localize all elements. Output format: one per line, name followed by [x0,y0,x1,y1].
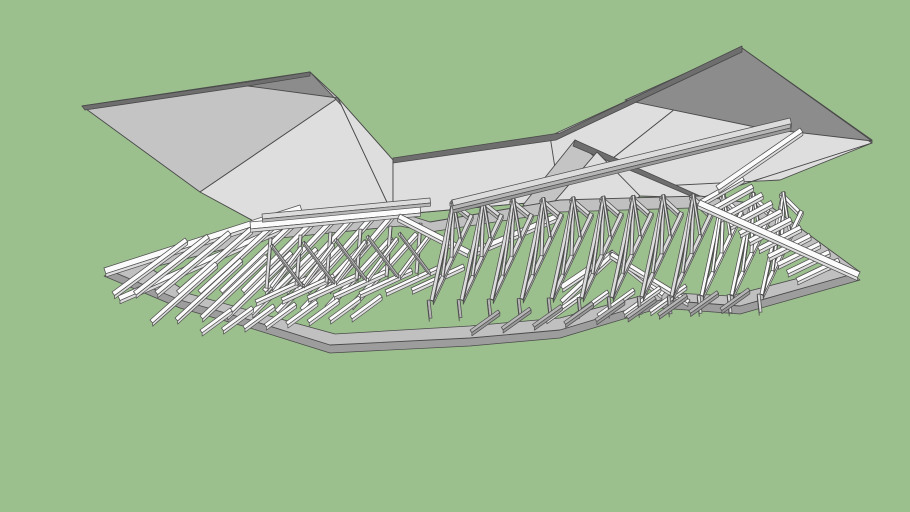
truss-web-right-side [574,196,582,240]
roof-truss[interactable] [696,192,744,317]
jack-rafter-left-side [135,237,210,299]
roof-fascia-right [392,45,743,164]
truss-framing-group[interactable] [103,117,861,354]
rafter-tail-left-side [223,308,254,335]
rafter-tail-left-side [308,300,340,327]
rafter-tail-left-side [201,310,233,337]
left-wing-rafters[interactable] [103,197,465,337]
truss-web-right-side [604,195,612,240]
truss-web-right-side [694,193,702,238]
truss-web-right-side [514,197,522,241]
rafter-tail-right-side [627,298,657,323]
truss-support-post-side [756,293,760,316]
rafter-tail-right-side [659,295,688,320]
web-brace-left-b-side [400,231,431,276]
web-brace-left-b-side [368,234,399,279]
rafter-tail-left-side [244,306,276,333]
roof-truss[interactable] [516,196,564,321]
web-brace-left-b-side [304,240,335,285]
rafter-tail-left-side [266,304,297,331]
truss-web-right-side [634,194,642,239]
roof-truss[interactable] [636,194,684,319]
web-brace-left-b-side [272,243,303,288]
roof-fascia-left [81,71,311,111]
jack-rafter-left-lower-side [177,260,244,325]
rafter-tail-right-side [502,309,532,334]
roof-truss[interactable] [456,198,504,322]
roof-truss[interactable] [576,195,624,320]
rafter-tail-left-side [287,302,319,329]
rafter-tail-left-side [330,298,362,325]
truss-support-post-side [426,299,430,322]
ridge-cap-left-side [262,202,431,223]
truss-web-right-side [544,197,552,240]
hip-ridge-right-side [718,131,804,194]
jack-rafter-left-side [157,233,232,299]
ceiling-joist-left-side [308,274,361,303]
rafter-tail-right-side [596,301,626,326]
roof-truss[interactable] [486,197,534,321]
roof-truss[interactable] [666,193,714,318]
web-brace-left-b-side [336,237,367,282]
jack-rafter-left-side [114,241,188,300]
rafter-tail-right-side [565,304,594,328]
truss-support-post-side [456,299,460,322]
ceiling-joist-left-side [360,270,413,299]
hip-rafter-right-side [697,205,858,282]
right-wing-trusses[interactable] [426,117,861,337]
roof-truss[interactable] [546,196,594,320]
rafter-tail-right-side [471,312,501,337]
ridge-purlin-right-side [452,127,792,214]
king-post-left-side [267,237,273,292]
jack-rafter-left-lower-side [152,264,219,327]
rafter-tail-left-side [351,296,383,323]
rafter-tail-right-side [721,290,751,315]
rafter-tail-right-side [690,293,719,317]
roof-truss[interactable] [606,194,654,319]
ridge-beam-left-side [250,212,422,233]
truss-web-right-side [664,194,672,239]
rafter-tail-right-side [534,306,563,331]
